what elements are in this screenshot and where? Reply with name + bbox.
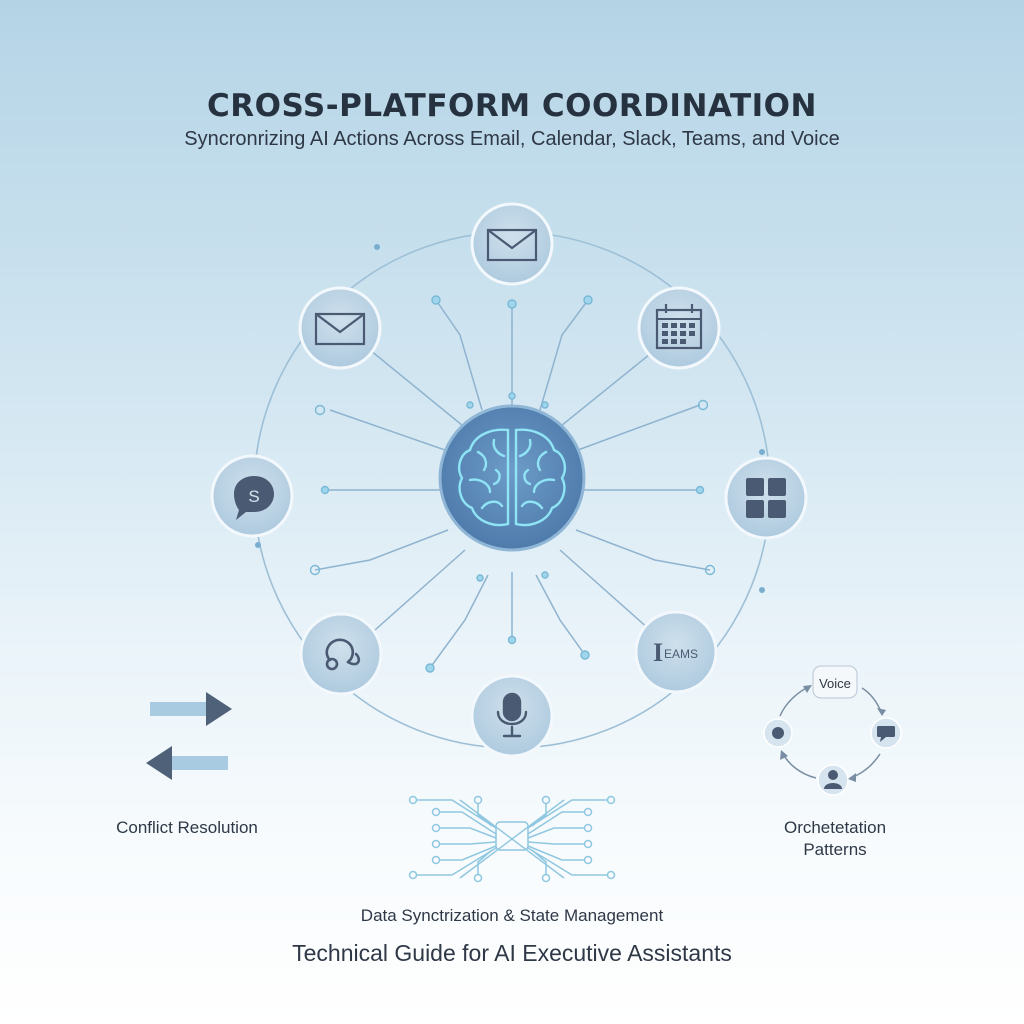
microphone-icon — [496, 692, 528, 738]
svg-text:I: I — [653, 638, 663, 667]
envelope-icon — [486, 228, 538, 262]
node-teams-grid[interactable] — [724, 456, 808, 540]
cycle-chat-icon — [877, 726, 895, 742]
cycle-node-icon — [772, 727, 784, 739]
grid-icon — [746, 478, 786, 518]
cycle-voice-label: Voice — [819, 676, 851, 691]
connector-dots — [309, 295, 716, 673]
arrow-left-icon — [146, 746, 228, 780]
arrow-right-icon — [150, 692, 232, 726]
brain-icon — [458, 428, 566, 527]
node-email-left[interactable] — [298, 286, 382, 370]
orchestration-label-line1: Orchetetation — [783, 818, 887, 837]
conflict-resolution-label: Conflict Resolution — [116, 818, 258, 837]
chat-bubble-icon: S — [234, 476, 274, 520]
page-subtitle: Syncronrizing AI Actions Across Email, C… — [184, 128, 840, 150]
orchestration-label-line2: Patterns — [803, 840, 867, 859]
page-title: CROSS-PLATFORM COORDINATION — [207, 88, 817, 124]
teams-logo-icon: I EAMS — [653, 638, 698, 667]
hook-icon — [325, 638, 361, 671]
node-teams-logo[interactable]: I EAMS — [634, 610, 718, 694]
footer-title: Technical Guide for AI Executive Assista… — [292, 940, 732, 966]
hub-brain — [438, 404, 586, 552]
orchestration-cycle: Voice — [763, 665, 902, 796]
node-email-top[interactable] — [470, 202, 554, 286]
connector-lines — [314, 299, 711, 669]
slack-letter: S — [248, 487, 259, 506]
node-calendar[interactable] — [637, 286, 721, 370]
calendar-icon — [655, 304, 703, 350]
left-arrows — [146, 692, 232, 780]
footer-subtitle: Data Synctrization & State Management — [360, 906, 664, 925]
cycle-person-icon — [824, 770, 842, 789]
node-slack[interactable]: S — [210, 454, 294, 538]
teams-logo-text: EAMS — [664, 647, 698, 661]
node-integration[interactable] — [299, 612, 383, 696]
envelope-icon — [314, 312, 366, 346]
circuit-icon — [408, 795, 616, 883]
node-voice[interactable] — [470, 674, 554, 758]
